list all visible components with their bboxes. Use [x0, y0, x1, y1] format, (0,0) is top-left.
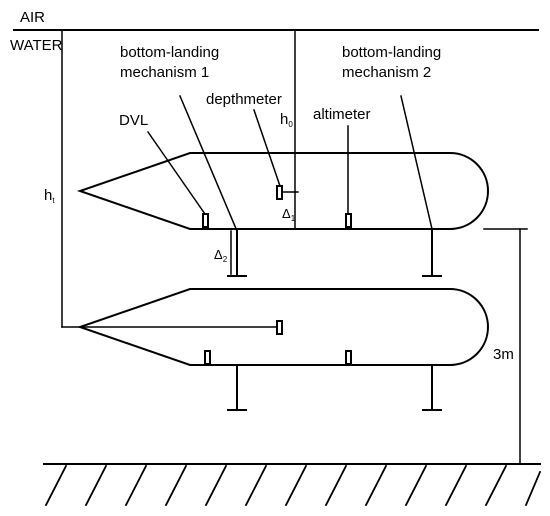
- dvl-label: DVL: [119, 112, 148, 129]
- leader-bottom-landing-1: [179, 95, 238, 232]
- lower-vehicle: [61, 288, 489, 411]
- lower-altimeter-sensor: [345, 350, 352, 365]
- bottom-landing-2-label-line1: bottom-landing: [342, 44, 441, 61]
- seabed-hatching: [44, 464, 542, 507]
- leader-dvl: [146, 130, 207, 216]
- lower-hull: [76, 288, 489, 366]
- altimeter-label: altimeter: [313, 106, 371, 123]
- delta1-label: Δ1: [282, 206, 296, 223]
- bottom-landing-1-label-line1: bottom-landing: [120, 44, 219, 61]
- dvl-sensor: [202, 213, 209, 228]
- bottom-landing-2-label-line2: mechanism 2: [342, 64, 431, 81]
- ht-label: ht: [44, 187, 55, 205]
- depthmeter-label: depthmeter: [206, 91, 282, 108]
- altimeter-sensor: [345, 213, 352, 228]
- air-label: AIR: [20, 9, 45, 26]
- upper-hull: [76, 152, 489, 230]
- water-label: WATER: [10, 37, 63, 54]
- bottom-landing-1-label-line2: mechanism 1: [120, 64, 209, 81]
- leader-depthmeter: [253, 109, 281, 187]
- leader-bottom-landing-2: [400, 95, 433, 230]
- seabed: [43, 463, 542, 507]
- lower-dvl-sensor: [204, 350, 211, 365]
- h0-label: h0: [280, 111, 293, 129]
- three-m-label: 3m: [493, 346, 514, 363]
- delta2-label: Δ2: [214, 247, 228, 264]
